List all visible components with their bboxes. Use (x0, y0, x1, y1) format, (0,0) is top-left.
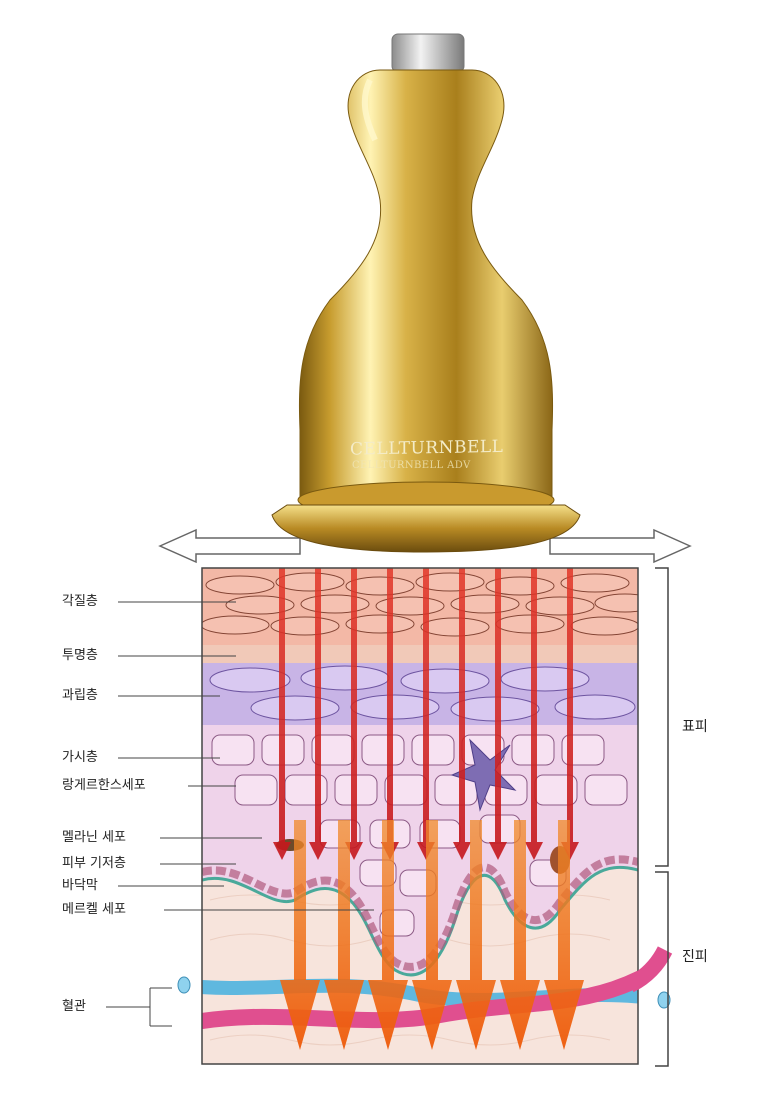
orange-arrow-2 (324, 820, 364, 1050)
stratum-lucidum-layer (202, 645, 638, 663)
horizontal-arrows (158, 528, 692, 564)
label-melanocyte: 멜라닌 세포 (62, 830, 126, 845)
vessel-pink-end (626, 946, 673, 993)
vessel-cap-blue-right (657, 991, 671, 1009)
orange-arrow-6 (500, 820, 540, 1050)
red-arrow-2 (309, 568, 327, 860)
vessel-cap-blue-left (177, 976, 191, 994)
device-cap-knob (391, 33, 465, 73)
skin-cross-section (202, 568, 638, 1064)
label-basement-membrane: 바닥막 (62, 878, 98, 893)
dermis-bracket (655, 871, 669, 1067)
red-light-arrows (273, 568, 579, 860)
label-blood-vessel: 혈관 (62, 999, 86, 1014)
device-base (271, 504, 581, 553)
orange-arrow-3 (368, 820, 408, 1050)
red-arrow-3 (345, 568, 363, 860)
label-stratum-lucidum: 투명층 (62, 648, 98, 663)
orange-light-arrows (280, 820, 584, 1050)
label-epidermis: 표피 (682, 719, 708, 735)
red-arrow-5 (417, 568, 435, 860)
red-arrow-9 (561, 568, 579, 860)
brand-logo-text: CELLTURNBELL (350, 436, 504, 460)
leader-lines (106, 601, 374, 1027)
orange-arrow-4 (412, 820, 452, 1050)
orange-arrow-1 (280, 820, 320, 1050)
label-langerhans-cell: 랑게르한스세포 (62, 778, 146, 793)
device-body (298, 69, 554, 501)
orange-arrow-5 (456, 820, 496, 1050)
label-stratum-corneum: 각질층 (62, 594, 98, 609)
red-arrow-8 (525, 568, 543, 860)
brand-sub-text: CELLTURNBELL ADV (352, 460, 471, 471)
epidermis-bracket (655, 567, 669, 867)
label-dermis: 진피 (682, 949, 708, 965)
red-arrow-7 (489, 568, 507, 860)
red-arrow-6 (453, 568, 471, 860)
red-arrow-1 (273, 568, 291, 860)
label-basal-layer: 피부 기저층 (62, 856, 126, 871)
label-stratum-spinosum: 가시층 (62, 750, 98, 765)
product-device (271, 33, 581, 553)
red-arrow-4 (381, 568, 399, 860)
label-merkel-cell: 메르켈 세포 (62, 902, 126, 917)
label-stratum-granulosum: 과립층 (62, 688, 98, 703)
orange-arrow-7 (544, 820, 584, 1050)
skin-box-frame (201, 567, 639, 1065)
